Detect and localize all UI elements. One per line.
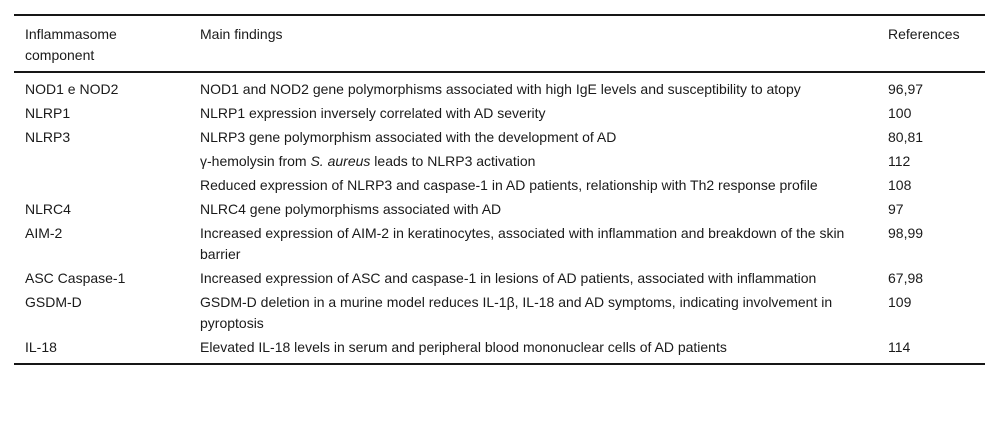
finding-cell: Elevated IL-18 levels in serum and perip… [200,335,888,363]
table-row: NLRC4 NLRC4 gene polymorphisms associated… [14,197,985,221]
finding-cell: GSDM-D deletion in a murine model reduce… [200,290,888,335]
reference-cell: 67,98 [888,270,924,286]
reference-cell: 97 [888,201,904,217]
table-row: AIM-2 Increased expression of AIM-2 in ke… [14,221,985,266]
component-cell [14,173,200,197]
reference-cell: 80,81 [888,129,924,145]
finding-text-italic: S. aureus [310,153,371,169]
finding-text: leads to NLRP3 activation [370,153,536,169]
reference-cell: 96,97 [888,81,924,97]
table-row: γ-hemolysin from S. aureus leads to NLRP… [14,149,985,173]
finding-text: Elevated IL-18 levels in serum and perip… [200,339,727,355]
reference-cell: 100 [888,105,912,121]
finding-cell: γ-hemolysin from S. aureus leads to NLRP… [200,149,888,173]
table-row: Reduced expression of NLRP3 and caspase-… [14,173,985,197]
component-cell [14,149,200,173]
component-cell: ASC Caspase-1 [25,270,126,286]
table-header: Inflammasome component Main findings Ref… [14,16,985,73]
finding-text: NLRC4 gene polymorphisms associated with… [200,201,502,217]
table-row: GSDM-D GSDM-D deletion in a murine model … [14,290,985,335]
finding-text: NLRP3 gene polymorphism associated with … [200,129,617,145]
finding-text: Increased expression of AIM-2 in keratin… [200,225,845,262]
table-row: ASC Caspase-1 Increased expression of ASC… [14,266,985,290]
column-header-main-findings: Main findings [200,16,888,73]
finding-cell: Increased expression of AIM-2 in keratin… [200,221,888,266]
column-header-references: References [888,16,985,73]
reference-cell: 109 [888,294,912,310]
finding-text: GSDM-D deletion in a murine model reduce… [200,294,833,331]
finding-text: Increased expression of ASC and caspase-… [200,270,817,286]
finding-cell: Reduced expression of NLRP3 and caspase-… [200,173,888,197]
table-row: NOD1 e NOD2 NOD1 and NOD2 gene polymorphi… [14,72,985,101]
component-cell: NLRC4 [25,201,71,217]
reference-cell: 98,99 [888,225,924,241]
component-cell: AIM-2 [25,225,63,241]
inflammasome-findings-table: Inflammasome component Main findings Ref… [14,16,985,363]
finding-cell: Increased expression of ASC and caspase-… [200,266,888,290]
component-cell: NOD1 e NOD2 [25,81,119,97]
finding-text: NLRP1 expression inversely correlated wi… [200,105,546,121]
finding-text: γ-hemolysin from [200,153,311,169]
reference-cell: 114 [888,339,911,355]
finding-cell: NOD1 and NOD2 gene polymorphisms associa… [200,72,888,101]
table-row: NLRP3 NLRP3 gene polymorphism associated … [14,125,985,149]
finding-cell: NLRP3 gene polymorphism associated with … [200,125,888,149]
table-body: NOD1 e NOD2 NOD1 and NOD2 gene polymorphi… [14,72,985,363]
finding-text: NOD1 and NOD2 gene polymorphisms associa… [200,81,801,97]
column-header-inflammasome-component: Inflammasome component [14,16,200,73]
component-cell: NLRP1 [25,105,71,121]
component-cell: GSDM-D [25,294,82,310]
finding-text: Reduced expression of NLRP3 and caspase-… [200,177,818,193]
finding-cell: NLRC4 gene polymorphisms associated with… [200,197,888,221]
table-row: IL-18 Elevated IL-18 levels in serum and … [14,335,985,363]
table-header-row: Inflammasome component Main findings Ref… [14,16,985,73]
inflammasome-findings-table-container: Inflammasome component Main findings Ref… [14,14,985,365]
finding-cell: NLRP1 expression inversely correlated wi… [200,101,888,125]
reference-cell: 112 [888,153,911,169]
component-cell: IL-18 [25,339,57,355]
reference-cell: 108 [888,177,912,193]
table-row: NLRP1 NLRP1 expression inversely correlat… [14,101,985,125]
component-cell: NLRP3 [25,129,71,145]
